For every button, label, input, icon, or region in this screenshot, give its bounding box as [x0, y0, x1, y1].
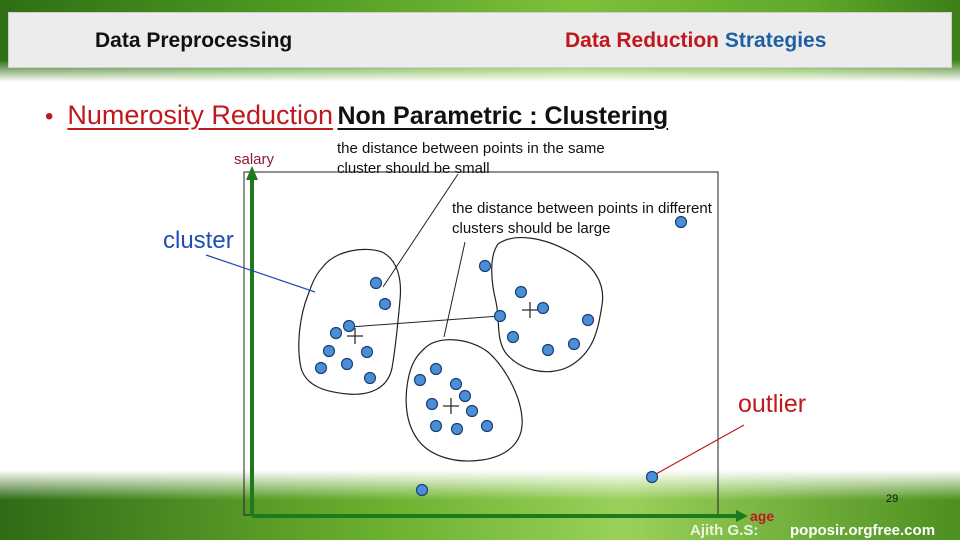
- cluster-outline-right: [491, 237, 604, 373]
- cluster-label: cluster: [163, 227, 234, 254]
- data-point: [581, 313, 595, 327]
- footer-author: Ajith G.S:: [690, 522, 759, 539]
- diff-cluster-note-line1: the distance between points in different: [452, 200, 712, 217]
- diff-cluster-note: the distance between points in different…: [452, 199, 712, 239]
- data-point: [514, 285, 528, 299]
- slide-title-sub: Non Parametric : Clustering: [337, 102, 669, 130]
- same-cluster-pointer-line: [382, 173, 459, 288]
- outlier-label: outlier: [738, 390, 807, 418]
- data-point: [369, 276, 383, 290]
- x-axis-label: age: [750, 508, 775, 524]
- data-point: [465, 404, 479, 418]
- data-points: [314, 215, 688, 497]
- header-right-title-part1: Data Reduction: [565, 29, 720, 52]
- data-point: [674, 215, 688, 229]
- same-cluster-note-line2: cluster should be small: [337, 160, 490, 177]
- footer-background: [0, 470, 960, 540]
- cluster-outline-bottom: [405, 339, 523, 462]
- cluster-outline-left: [298, 248, 402, 395]
- data-point: [567, 337, 581, 351]
- data-point: [363, 371, 377, 385]
- data-point: [425, 397, 439, 411]
- data-point: [429, 362, 443, 376]
- data-point: [429, 419, 443, 433]
- footer-website: poposir.orgfree.com: [790, 522, 936, 539]
- bullet-icon: •: [45, 103, 54, 130]
- outlier-point: [645, 470, 659, 484]
- y-axis-label: salary: [234, 151, 275, 168]
- data-point: [378, 297, 392, 311]
- data-point: [415, 483, 429, 497]
- page-number: 29: [886, 493, 899, 505]
- diff-cluster-pointer-line: [443, 241, 466, 338]
- same-cluster-note: the distance between points in the same …: [337, 139, 605, 179]
- centroid-markers: [347, 302, 538, 414]
- data-point: [458, 389, 472, 403]
- data-point: [480, 419, 494, 433]
- cluster-pointer-line: [205, 254, 316, 293]
- outlier-pointer-line: [655, 424, 745, 475]
- data-point: [322, 344, 336, 358]
- data-point: [541, 343, 555, 357]
- data-point: [342, 319, 356, 333]
- x-axis-arrow-icon: [736, 510, 748, 522]
- same-cluster-note-line1: the distance between points in the same: [337, 140, 605, 157]
- data-point: [314, 361, 328, 375]
- data-point: [360, 345, 374, 359]
- data-point: [329, 326, 343, 340]
- header-right-title-part2: Strategies: [724, 29, 827, 52]
- data-point: [413, 373, 427, 387]
- between-cluster-line: [349, 315, 501, 328]
- slide-title: • Numerosity Reduction Non Parametric : C…: [45, 100, 668, 131]
- data-point: [493, 309, 507, 323]
- data-point: [536, 301, 550, 315]
- data-point: [340, 357, 354, 371]
- header-bar: [8, 12, 952, 68]
- slide-title-main: Numerosity Reduction: [67, 100, 334, 130]
- data-point: [450, 422, 464, 436]
- data-point: [478, 259, 492, 273]
- data-point: [449, 377, 463, 391]
- header-right-title: Data Reduction Strategies: [565, 29, 826, 53]
- diff-cluster-note-line2: clusters should be large: [452, 220, 611, 237]
- y-axis-arrow-icon: [246, 166, 258, 180]
- header-left-title: Data Preprocessing: [95, 29, 293, 52]
- data-point: [506, 330, 520, 344]
